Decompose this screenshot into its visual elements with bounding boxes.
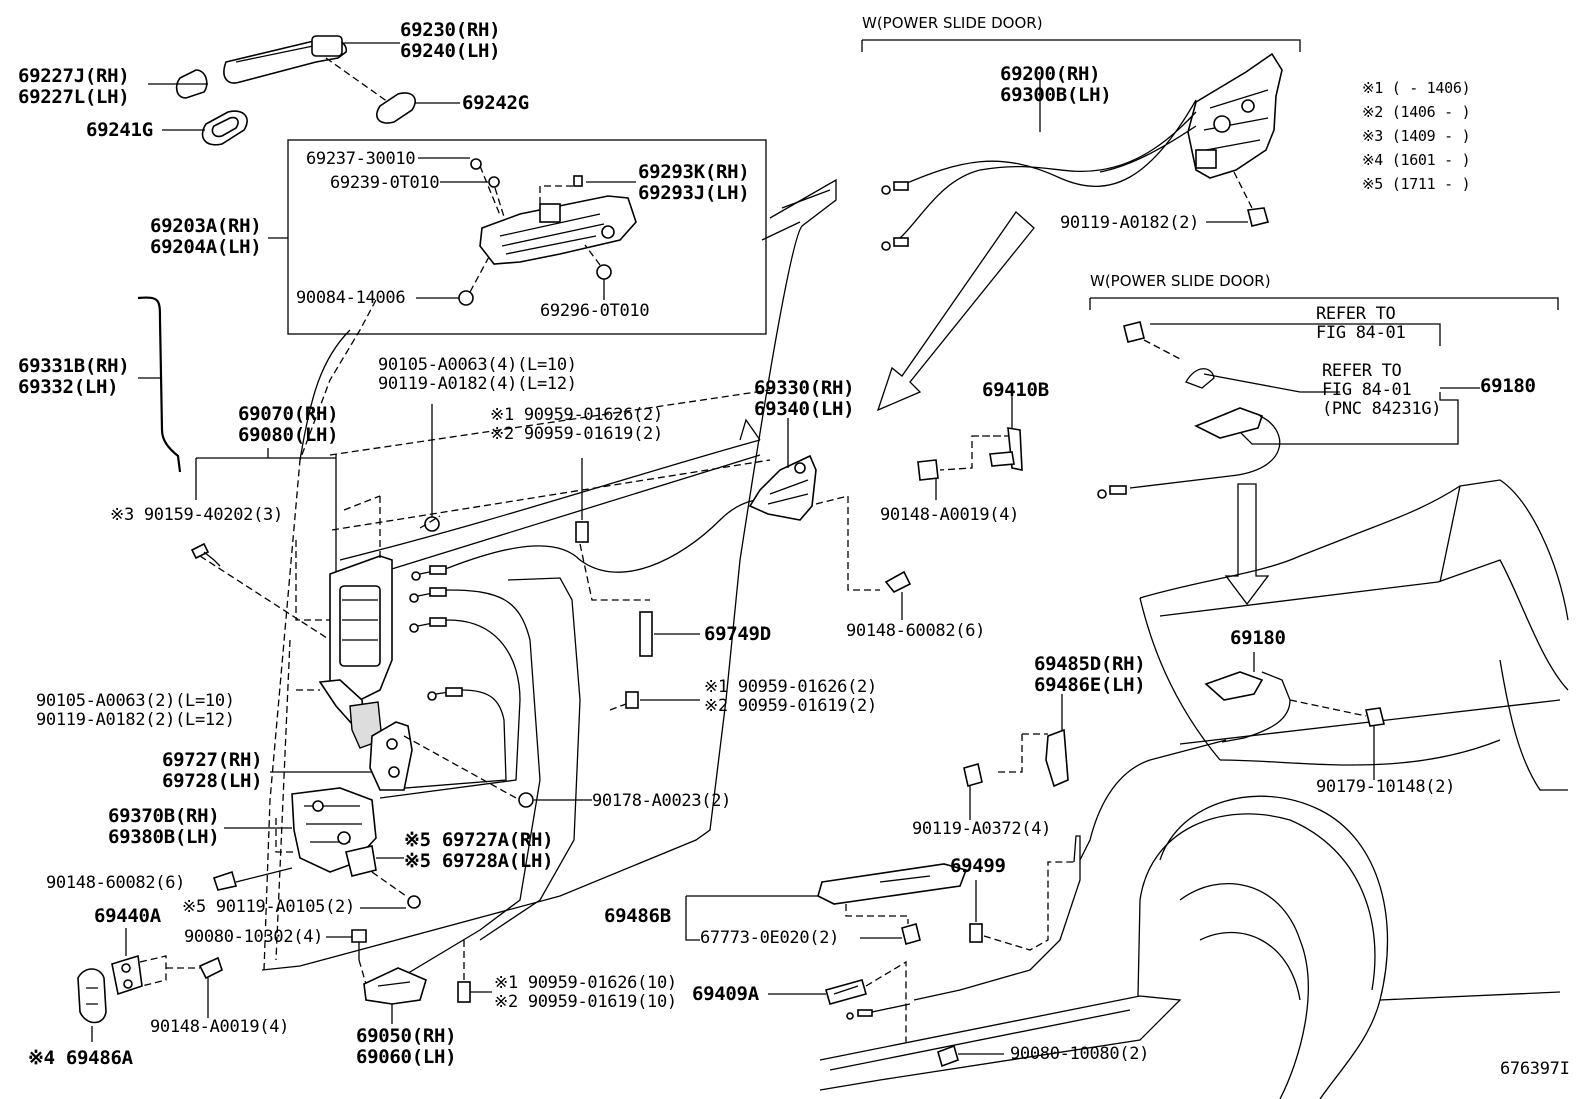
part-label-90105-4[interactable]: 90105-A0063(4)(L=10)90119-A0182(4)(L=12)	[378, 355, 577, 394]
lock-assembly-part	[318, 555, 393, 749]
part-label-69409A[interactable]: 69409A	[692, 983, 759, 1005]
handle-gasket-part	[201, 110, 248, 146]
part-label-69242G[interactable]: 69242G	[462, 92, 529, 114]
part-label-69370[interactable]: 69370B(RH)69380B(LH)	[108, 805, 220, 848]
direction-arrow-lower	[1224, 483, 1270, 606]
shim-part	[77, 968, 107, 1024]
part-label-69486A[interactable]: ※4 69486A	[28, 1047, 133, 1069]
part-label-90084[interactable]: 90084-14006	[296, 288, 406, 308]
legend-entry-4: ※4 (1601 - )	[1362, 151, 1471, 169]
part-label-69499[interactable]: 69499	[950, 855, 1006, 877]
part-label-69410B[interactable]: 69410B	[982, 379, 1049, 401]
power-slide-door-header-mid: W(POWER SLIDE DOOR)	[1090, 272, 1271, 290]
clamp-part-mid	[625, 691, 639, 709]
cable-ends	[409, 565, 463, 701]
outside-handle-part	[223, 35, 347, 84]
legend-entry-2: ※2 (1406 - )	[1362, 103, 1471, 121]
part-label-90105-2[interactable]: 90105-A0063(2)(L=10)90119-A0182(2)(L=12)	[36, 691, 235, 730]
part-label-90959-10[interactable]: ※1 90959-01626(10)※2 90959-01619(10)	[494, 973, 677, 1012]
legend: ※1 ( - 1406) ※2 (1406 - ) ※3 (1409 - ) ※…	[1362, 76, 1471, 196]
clamp-part-lower	[457, 981, 471, 1003]
part-label-90179[interactable]: 90179-10148(2)	[1316, 777, 1456, 797]
part-label-69440A[interactable]: 69440A	[94, 905, 161, 927]
part-label-69296[interactable]: 69296-0T010	[540, 301, 650, 321]
part-label-90080-10302[interactable]: 90080-10302(4)	[184, 927, 324, 947]
bolt-90148-60082-upper	[884, 570, 912, 594]
part-label-69230[interactable]: 69230(RH)69240(LH)	[400, 19, 501, 62]
part-label-90119-A0372[interactable]: 90119-A0372(4)	[912, 819, 1052, 839]
part-label-90148-60082-upper[interactable]: 90148-60082(6)	[846, 621, 986, 641]
part-label-69050[interactable]: 69050(RH)69060(LH)	[356, 1025, 457, 1068]
handle-frame-inset-box	[287, 139, 767, 335]
clip-69749D-part	[639, 611, 653, 657]
bolt-90080-10080	[937, 1044, 959, 1068]
part-label-90959-2-mid[interactable]: ※1 90959-01626(2)※2 90959-01619(2)	[704, 677, 877, 716]
bracket-69727A-part	[345, 845, 377, 877]
power-door-lock-part	[1187, 52, 1283, 179]
part-label-90080-10080[interactable]: 90080-10080(2)	[1010, 1044, 1150, 1064]
legend-entry-3: ※3 (1409 - )	[1362, 127, 1471, 145]
part-label-90959-2-upper[interactable]: ※1 90959-01626(2)※2 90959-01619(2)	[490, 405, 663, 444]
part-label-69727[interactable]: 69727(RH)69728(LH)	[162, 749, 263, 792]
part-label-69241G[interactable]: 69241G	[86, 119, 153, 141]
part-label-69070[interactable]: 69070(RH)69080(LH)	[238, 403, 339, 446]
figure-id: 676397I	[1500, 1059, 1570, 1079]
part-label-69486B[interactable]: 69486B	[604, 905, 671, 927]
part-label-69180-lower[interactable]: 69180	[1230, 627, 1286, 649]
part-label-69727A[interactable]: ※5 69727A(RH)※5 69728A(LH)	[404, 829, 554, 872]
part-label-69237[interactable]: 69237-30010	[306, 149, 416, 169]
cable-junction-part	[1129, 407, 1281, 489]
lock-rod-part	[137, 296, 182, 473]
part-label-67773[interactable]: 67773-0E020(2)	[700, 928, 840, 948]
part-label-69331[interactable]: 69331B(RH)69332(LH)	[18, 355, 130, 398]
bracket-69050-part	[363, 967, 427, 1005]
part-label-69293[interactable]: 69293K(RH)69293J(LH)	[638, 161, 750, 204]
fuel-lid-opener-part	[1204, 671, 1291, 743]
clamp-part-upper	[575, 521, 589, 543]
part-label-69239[interactable]: 69239-0T010	[330, 173, 440, 193]
part-label-69227[interactable]: 69227J(RH)69227L(LH)	[18, 65, 130, 108]
part-label-90119-A0182-power[interactable]: 90119-A0182(2)	[1060, 213, 1200, 233]
cable-guide-69409A-part	[825, 979, 867, 1005]
part-label-69485[interactable]: 69485D(RH)69486E(LH)	[1034, 653, 1146, 696]
part-label-90159[interactable]: ※3 90159-40202(3)	[110, 505, 283, 525]
part-label-69200[interactable]: 69200(RH)69300B(LH)	[1000, 63, 1112, 106]
part-label-90148-60082-lower[interactable]: 90148-60082(6)	[46, 873, 186, 893]
power-slide-door-header-top: W(POWER SLIDE DOOR)	[862, 14, 1043, 32]
part-label-90148-A0019-upper[interactable]: 90148-A0019(4)	[880, 505, 1020, 525]
handle-pad-part	[376, 92, 416, 124]
direction-arrow-upper	[876, 211, 1035, 412]
legend-entry-1: ※1 ( - 1406)	[1362, 79, 1471, 97]
part-label-90178[interactable]: 90178-A0023(2)	[592, 791, 732, 811]
part-label-69180-upper[interactable]: 69180	[1480, 375, 1536, 397]
striker-plate-part	[111, 954, 143, 996]
part-label-90119-A0105[interactable]: ※5 90119-A0105(2)	[182, 897, 355, 917]
bracket-69485D-part	[1045, 728, 1069, 788]
scuff-plate-part	[817, 863, 968, 905]
striker-lock-part	[748, 454, 817, 521]
part-label-69749D[interactable]: 69749D	[704, 623, 771, 645]
part-label-69203[interactable]: 69203A(RH)69204A(LH)	[150, 215, 262, 258]
bracket-69410B-part	[989, 427, 1023, 471]
clip-69499-part	[969, 923, 983, 943]
part-label-69330[interactable]: 69330(RH)69340(LH)	[754, 377, 855, 420]
part-label-90148-A0019-lower[interactable]: 90148-A0019(4)	[150, 1017, 290, 1037]
vehicle-body-outline	[819, 479, 1569, 1099]
handle-frame-part	[479, 195, 637, 265]
legend-entry-5: ※5 (1711 - )	[1362, 175, 1471, 193]
